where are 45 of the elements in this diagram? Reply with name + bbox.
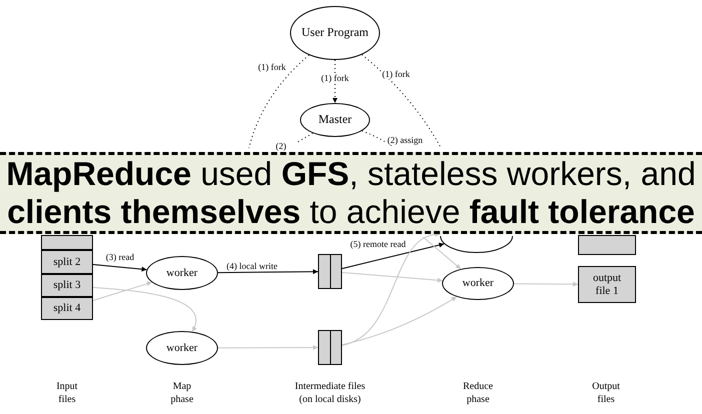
column-label: Map phase <box>170 380 194 406</box>
edge-label: (3) read <box>104 252 136 262</box>
arrow <box>342 242 445 270</box>
arrow <box>514 282 578 287</box>
node-label: worker <box>165 342 199 354</box>
file-box <box>578 235 636 255</box>
node-label: worker <box>461 277 495 290</box>
edge-label: (2) <box>274 141 288 151</box>
edge-label: (1) fork <box>257 62 287 72</box>
file-box <box>41 235 93 250</box>
node-label: split 4 <box>52 302 82 315</box>
process-ellipse <box>300 103 370 137</box>
edge-label: (2) assign <box>386 135 424 145</box>
edge-label: (5) remote read <box>349 239 407 249</box>
node-label: worker <box>165 266 199 280</box>
node-label: output file 1 <box>592 272 622 298</box>
arrow <box>342 296 458 346</box>
column-label: Reduce phase <box>462 380 494 406</box>
file-box <box>41 250 93 274</box>
column-label: Intermediate files (on local disks) <box>294 380 366 406</box>
arrow <box>92 264 148 272</box>
arrow <box>342 272 444 283</box>
edge-label: (4) local write <box>226 261 278 271</box>
node-label: split 2 <box>52 256 82 268</box>
dotted-arrow <box>332 60 338 104</box>
column-label: Input files <box>55 380 79 406</box>
arrow <box>92 286 196 332</box>
column-label: Output files <box>591 380 621 406</box>
arrow <box>422 236 462 270</box>
file-box <box>578 266 636 303</box>
node-label: User Program <box>300 26 370 40</box>
edge-label: (1) fork <box>320 73 350 83</box>
edge-label: (1) fork <box>381 69 411 79</box>
arrow <box>342 232 441 346</box>
arrow <box>218 269 318 274</box>
file-box <box>318 330 342 365</box>
arrow <box>92 281 152 301</box>
node-label: split 3 <box>52 279 82 292</box>
file-box <box>318 254 342 289</box>
file-box <box>41 297 93 320</box>
process-ellipse <box>146 256 218 290</box>
file-box <box>41 274 93 297</box>
banner-text: MapReduce used GFS, stateless workers, and clients themselves to achieve fault tolerance <box>6 155 696 231</box>
node-label: Master <box>317 113 353 127</box>
arrow <box>218 345 318 350</box>
